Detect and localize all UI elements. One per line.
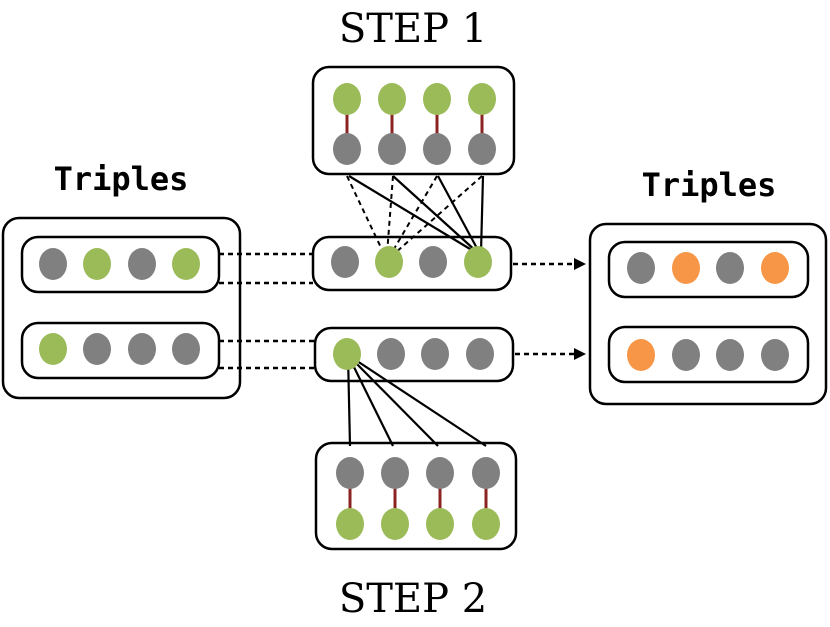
triples-left-label: Triples xyxy=(54,160,189,198)
output-triple-row-1-box xyxy=(607,240,810,299)
step2-pair-2-top-node xyxy=(381,457,409,489)
output-triple-1-node-3 xyxy=(716,252,744,284)
input-triple-row-1-box xyxy=(20,235,221,294)
input-triples-box xyxy=(1,216,242,400)
step1-pair-2-bottom-node xyxy=(378,133,406,165)
step1-pair-2-top-node xyxy=(378,83,406,115)
output-triple-row-2-box xyxy=(607,325,810,384)
step1-pair-4-top-node xyxy=(468,83,496,115)
input-triple-1-node-4 xyxy=(172,248,200,280)
input-triple-2-node-3 xyxy=(128,333,156,365)
input-triple-2-node-4 xyxy=(172,333,200,365)
step2-pair-4-bottom-node xyxy=(472,508,500,540)
input-triple-row-2-box xyxy=(20,321,221,380)
step2-box xyxy=(314,441,518,551)
input-to-middle-connectors xyxy=(219,252,315,370)
input-triple-2-node-2 xyxy=(83,333,111,365)
output-triple-1-node-2 xyxy=(672,252,700,284)
output-triple-2-node-3 xyxy=(716,339,744,371)
input-triple-1-node-2 xyxy=(83,248,111,280)
step1-label: STEP 1 xyxy=(339,6,487,52)
step2-links-from-node-1 xyxy=(346,354,487,447)
output-triple-2-node-2 xyxy=(672,339,700,371)
middle-row-1-node-3 xyxy=(419,246,447,278)
input-triple-1-node-1 xyxy=(39,248,67,280)
step2-pair-3-bottom-node xyxy=(426,508,454,540)
step2-label: STEP 2 xyxy=(339,576,487,622)
middle-row-2-node-4 xyxy=(466,338,494,370)
triples-right-label: Triples xyxy=(642,166,777,204)
middle-row-1-node-2 xyxy=(375,246,403,278)
middle-row-1-node-1 xyxy=(331,246,359,278)
input-triple-2-node-1 xyxy=(39,333,67,365)
output-triple-2-node-1 xyxy=(627,339,655,371)
middle-row-2-box xyxy=(313,326,515,383)
output-triple-2-node-4 xyxy=(761,339,789,371)
nodes-layer xyxy=(39,83,789,540)
step2-pair-3-top-node xyxy=(426,457,454,489)
step1-pair-3-bottom-node xyxy=(423,133,451,165)
step2-pair-1-bottom-node xyxy=(336,508,364,540)
step1-pair-1-top-node xyxy=(333,83,361,115)
step1-links-to-node-4 xyxy=(348,175,485,253)
middle-row-1-node-4 xyxy=(464,246,492,278)
output-triple-1-node-4 xyxy=(761,252,789,284)
step1-pair-3-top-node xyxy=(423,83,451,115)
input-triple-1-node-3 xyxy=(128,248,156,280)
step1-pair-4-bottom-node xyxy=(468,133,496,165)
output-triples-box xyxy=(588,222,828,406)
step2-pair-1-top-node xyxy=(336,457,364,489)
step1-box xyxy=(311,65,516,176)
middle-row-2-node-1 xyxy=(333,338,361,370)
middle-row-2-node-3 xyxy=(421,338,449,370)
step1-pair-1-bottom-node xyxy=(333,133,361,165)
step2-pair-4-top-node xyxy=(472,457,500,489)
output-triple-1-node-1 xyxy=(627,252,655,284)
middle-row-2-node-2 xyxy=(377,338,405,370)
step2-pair-2-bottom-node xyxy=(381,508,409,540)
